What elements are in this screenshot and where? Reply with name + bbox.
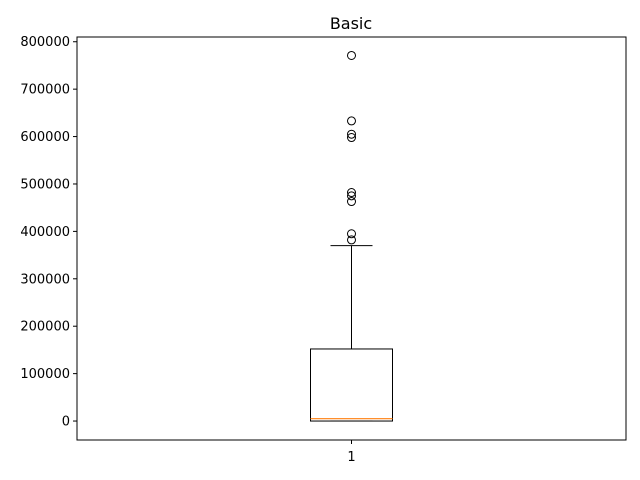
outlier-point [347,116,356,126]
outlier-point [347,229,356,239]
y-tick-label: 300000 [20,272,70,287]
chart-title: Basic [330,14,372,33]
y-tick-label: 600000 [20,130,70,145]
outlier-point [347,235,356,245]
outlier-point [347,188,356,198]
plot-area: 0 100000 200000 300000 400000 500000 600000 700… [20,35,627,465]
y-tick-label: 500000 [20,177,70,192]
outlier-point [347,191,356,201]
y-tick-label: 0 [62,415,70,430]
outlier-point [347,133,356,143]
outlier-point [347,50,356,60]
y-tick-label: 100000 [20,367,70,382]
outlier-point [347,129,356,139]
y-tick-label: 800000 [20,35,70,50]
y-tick-label: 400000 [20,225,70,240]
y-tick-label: 200000 [20,320,70,335]
y-tick-label: 700000 [20,83,70,98]
x-tick-label: 1 [347,450,355,465]
iqr-box [310,348,393,422]
outlier-point [347,197,356,207]
axes-frame [76,36,627,441]
